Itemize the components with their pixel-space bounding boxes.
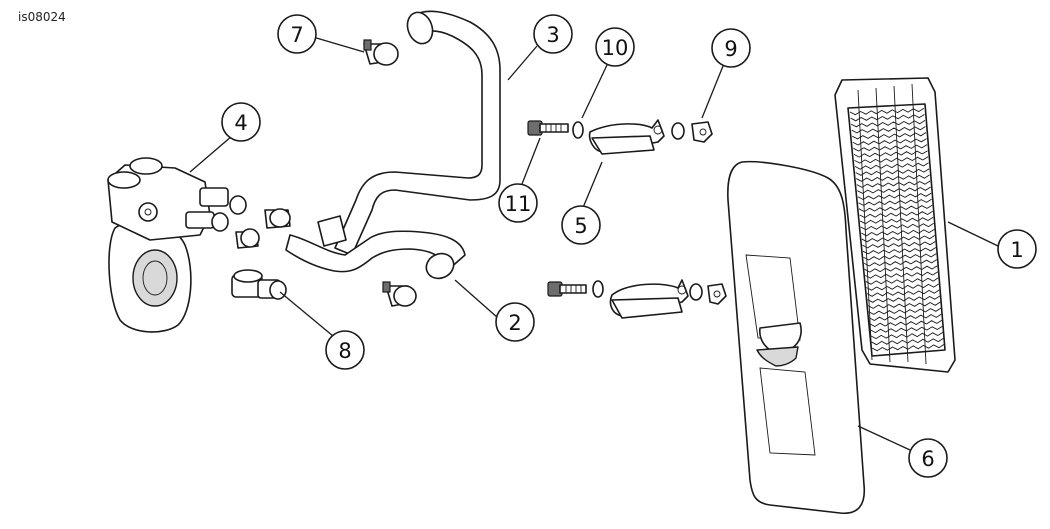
hose-clamps-adapter [235,208,291,249]
upper-oil-hose [317,10,501,256]
callout-4: 4 [221,102,261,142]
cooler-fin [866,283,940,291]
washer-lower [592,280,604,298]
cooler-fin [850,120,926,128]
callout-5: 5 [561,205,601,245]
cooler-fin [862,247,937,255]
cooler-fin [855,174,930,182]
cooler-fin [868,313,942,322]
callout-2-label: 2 [508,311,521,335]
cooler-fin [850,114,925,122]
callout-1-label: 1 [1010,238,1023,262]
callout-3: 3 [533,14,573,54]
cooler-fin [865,271,939,279]
callout-5-label: 5 [574,214,587,238]
cooler-fin [863,259,938,267]
cooler-fin [855,168,930,176]
cooler-fin [866,289,940,297]
callout-7: 7 [277,14,317,54]
cooler-fin [859,210,933,219]
washer-upper [572,121,584,139]
mounting-bracket-upper [588,119,665,155]
callout-11: 11 [498,183,538,223]
nut-lower [707,283,727,305]
cooler-fin [858,198,932,207]
fitting [231,269,287,300]
callout-10: 10 [595,27,635,67]
callout-7-label: 7 [290,23,303,47]
cooler-fin [871,337,944,346]
callout-1: 1 [997,229,1037,269]
hose-clamp-lower [382,281,417,307]
cooler-cover [727,160,866,514]
cooler-fin [871,344,945,352]
cooler-fin [856,180,931,188]
cooler-fin [852,138,927,146]
cooler-fin [860,222,934,231]
cooler-fin [864,265,938,273]
callout-9: 9 [711,28,751,68]
cooler-fin [868,307,942,315]
oil-filter-adapter [107,157,247,333]
washer-nut-upper [671,122,685,140]
callout-6: 6 [908,438,948,478]
cooler-fin [852,132,927,140]
leader-lines [189,36,999,451]
cooler-fin [861,235,936,243]
callout-3-label: 3 [546,23,559,47]
callout-10-label: 10 [602,36,629,60]
callout-9-label: 9 [724,37,737,61]
bolt-upper [527,120,569,136]
callout-8: 8 [325,330,365,370]
callout-4-label: 4 [234,111,247,135]
cooler-fin [858,204,933,213]
cooler-fin [861,229,935,237]
cooler-fin [865,277,939,285]
bolt-lower [547,281,587,297]
cooler-fin [857,186,931,194]
washer-nut-lower [689,283,703,301]
callout-8-label: 8 [338,339,351,363]
cooler-fin [863,253,937,261]
hose-clamp-upper [363,39,399,66]
mounting-bracket-lower [609,279,689,319]
cooler-fin [859,216,934,225]
callout-2: 2 [495,302,535,342]
cooler-fin [849,107,925,116]
oil-cooler [834,77,956,373]
nut-upper [691,121,713,143]
cooler-fin [867,295,941,303]
callout-11-label: 11 [505,192,532,216]
cooler-fin [857,192,932,201]
lower-oil-hose [285,230,466,280]
cooler-fin [862,241,936,249]
cooler-fin [867,301,941,309]
figure-id: is08024 [18,10,66,24]
cooler-fin [851,126,926,134]
callout-6-label: 6 [921,447,934,471]
